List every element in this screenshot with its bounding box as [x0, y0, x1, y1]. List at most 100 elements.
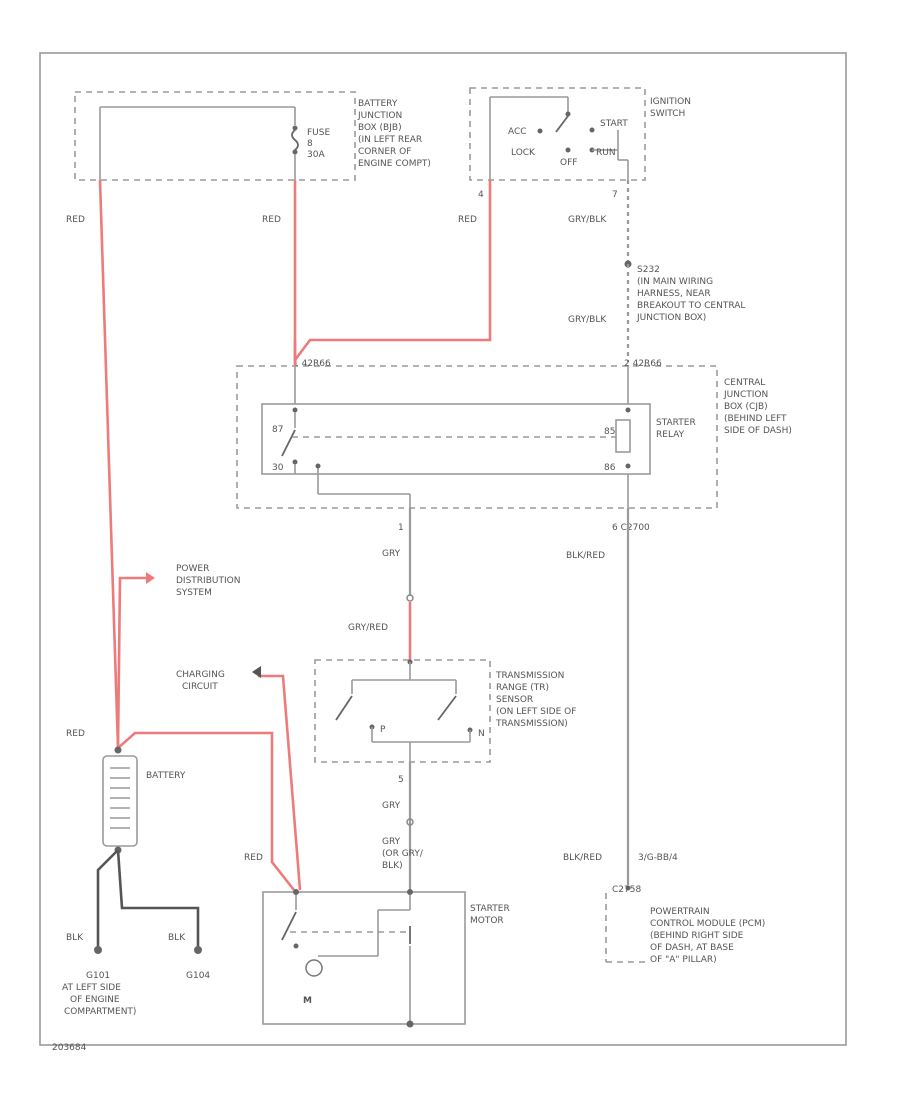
wire-label-gry-blk-1: GRY/BLK [568, 215, 607, 225]
g101-label-1: G101 [86, 971, 110, 981]
diagram-frame [39, 52, 847, 1046]
wire-label-red-3: RED [458, 215, 477, 225]
pcm-label-2: CONTROL MODULE (PCM) [650, 919, 765, 929]
fuse-8-symbol [291, 129, 299, 151]
power-dist-label-1: POWER [176, 564, 209, 574]
trs-label-4: (ON LEFT SIDE OF [496, 707, 576, 717]
pcm-label-1: POWERTRAIN [650, 907, 710, 917]
wire-red-battery-to-bjb [98, 179, 120, 749]
relay-pin-86: 86 [604, 463, 616, 473]
cjb-label-2: JUNCTION [723, 390, 768, 400]
relay-pin-85: 85 [604, 427, 615, 437]
s232-label-4: BREAKOUT TO CENTRAL [637, 301, 745, 311]
starter-pinion-symbol [305, 959, 323, 977]
fuse-terminal-bottom [292, 149, 298, 155]
diagram-code: 203684 [52, 1043, 87, 1053]
relay-pin-30: 30 [272, 463, 284, 473]
wire-label-gry-1: GRY [382, 549, 401, 559]
off-position: OFF [560, 158, 577, 168]
starter-motor-label-2: MOTOR [470, 916, 504, 926]
starter-relay-label-2: RELAY [656, 430, 685, 440]
bjb-label-6: ENGINE COMPT) [358, 159, 431, 169]
ign-pin-4: 4 [478, 190, 484, 200]
trs-pin-5: 5 [398, 775, 404, 785]
battery-label: BATTERY [146, 771, 186, 781]
fuse-label-2: 8 [307, 139, 313, 149]
starter-relay-body [261, 403, 651, 475]
pcm-connector: C2758 [612, 885, 641, 895]
bjb-label-3: BOX (BJB) [358, 123, 402, 133]
cjb-label-3: BOX (CJB) [724, 402, 768, 412]
ign-pin-7: 7 [612, 190, 618, 200]
cjb-connector-left: 1 42R66 [293, 359, 331, 369]
wire-label-gry-red: GRY/RED [348, 623, 388, 633]
s232-label-1: S232 [637, 265, 660, 275]
s232-label-3: HARNESS, NEAR [637, 289, 711, 299]
pcm-pin: 3/G-BB/4 [638, 853, 678, 863]
start-position: START [600, 119, 628, 129]
bjb-label-2: JUNCTION [357, 111, 402, 121]
wire-label-gry-alt-1: GRY [382, 837, 401, 847]
relay-pin-87: 87 [272, 425, 283, 435]
c2700-pin-1: 1 [398, 523, 404, 533]
trs-label-3: SENSOR [496, 695, 533, 705]
lock-position: LOCK [511, 148, 536, 158]
trs-label-1: TRANSMISSION [495, 671, 564, 681]
power-dist-arrow [146, 572, 155, 584]
s232-label-2: (IN MAIN WIRING [637, 277, 713, 287]
wire-label-gry-2: GRY [382, 801, 401, 811]
wire-label-red-2: RED [262, 215, 281, 225]
wire-label-red-1: RED [66, 215, 85, 225]
g101-label-4: COMPARTMENT) [64, 1007, 136, 1017]
ground-g101 [94, 946, 102, 954]
charging-arrow [252, 666, 261, 678]
ignition-switch: ACC LOCK OFF RUN START IGNITION SWITCH 4… [469, 87, 691, 200]
wire-label-gry-alt-2: (OR GRY/ [382, 849, 424, 859]
g101-label-3: OF ENGINE [70, 995, 120, 1005]
trs-label-2: RANGE (TR) [496, 683, 549, 693]
wire-red-charging [258, 674, 302, 891]
pcm-label-3: (BEHIND RIGHT SIDE [650, 931, 744, 941]
wire-label-blk-1: BLK [66, 933, 84, 943]
cjb-label-4: (BEHIND LEFT [724, 414, 787, 424]
ign-switch-label-2: SWITCH [650, 109, 685, 119]
bjb-label-4: (IN LEFT REAR [358, 135, 422, 145]
wire-label-blk-2: BLK [168, 933, 186, 943]
c2700-pin-6: 6 C2700 [612, 523, 650, 533]
wire-blk-ground-g101 [96, 849, 119, 948]
transmission-range-sensor: P N TRANSMISSION RANGE (TR) SENSOR (ON L… [314, 659, 576, 763]
g101-label-2: AT LEFT SIDE [62, 983, 121, 993]
wire-label-gry-alt-3: BLK) [382, 861, 403, 871]
power-dist-label-3: SYSTEM [176, 588, 212, 598]
fuse-terminal-top [292, 125, 298, 131]
trs-pin-p: P [380, 725, 386, 735]
wire-blk-ground-g104 [116, 849, 200, 948]
battery-junction-box: FUSE 8 30A BATTERY JUNCTION BOX (BJB) (I… [74, 91, 431, 181]
trs-pin-n: N [478, 729, 485, 739]
wire-red-battery-to-starter [117, 731, 296, 891]
ground-g104 [194, 946, 202, 954]
run-position: RUN [596, 148, 616, 158]
charging-label-1: CHARGING [176, 670, 225, 680]
powertrain-control-module: POWERTRAIN CONTROL MODULE (PCM) (BEHIND … [605, 893, 765, 965]
cjb-label-1: CENTRAL [724, 378, 765, 388]
wire-label-blk-red-2: BLK/RED [563, 853, 602, 863]
power-dist-label-2: DISTRIBUTION [176, 576, 240, 586]
pcm-label-5: OF "A" PILLAR) [650, 955, 717, 965]
ign-switch-label-1: IGNITION [650, 97, 691, 107]
wire-label-blk-red-1: BLK/RED [566, 551, 605, 561]
fuse-label-1: FUSE [307, 128, 330, 138]
bjb-label-5: CORNER OF [358, 147, 411, 157]
starter-relay-label-1: STARTER [656, 418, 696, 428]
battery: BATTERY [102, 746, 186, 854]
wire-label-red-5: RED [244, 853, 263, 863]
s232-label-5: JUNCTION BOX) [636, 313, 706, 323]
wire-label-gry-blk-2: GRY/BLK [568, 315, 607, 325]
cjb-label-5: SIDE OF DASH) [724, 426, 792, 436]
charging-label-2: CIRCUIT [182, 682, 218, 692]
starter-motor-label-1: STARTER [470, 904, 510, 914]
fuse-label-3: 30A [307, 150, 325, 160]
trs-label-5: TRANSMISSION) [495, 719, 568, 729]
wire-red-power-distribution [116, 576, 150, 749]
